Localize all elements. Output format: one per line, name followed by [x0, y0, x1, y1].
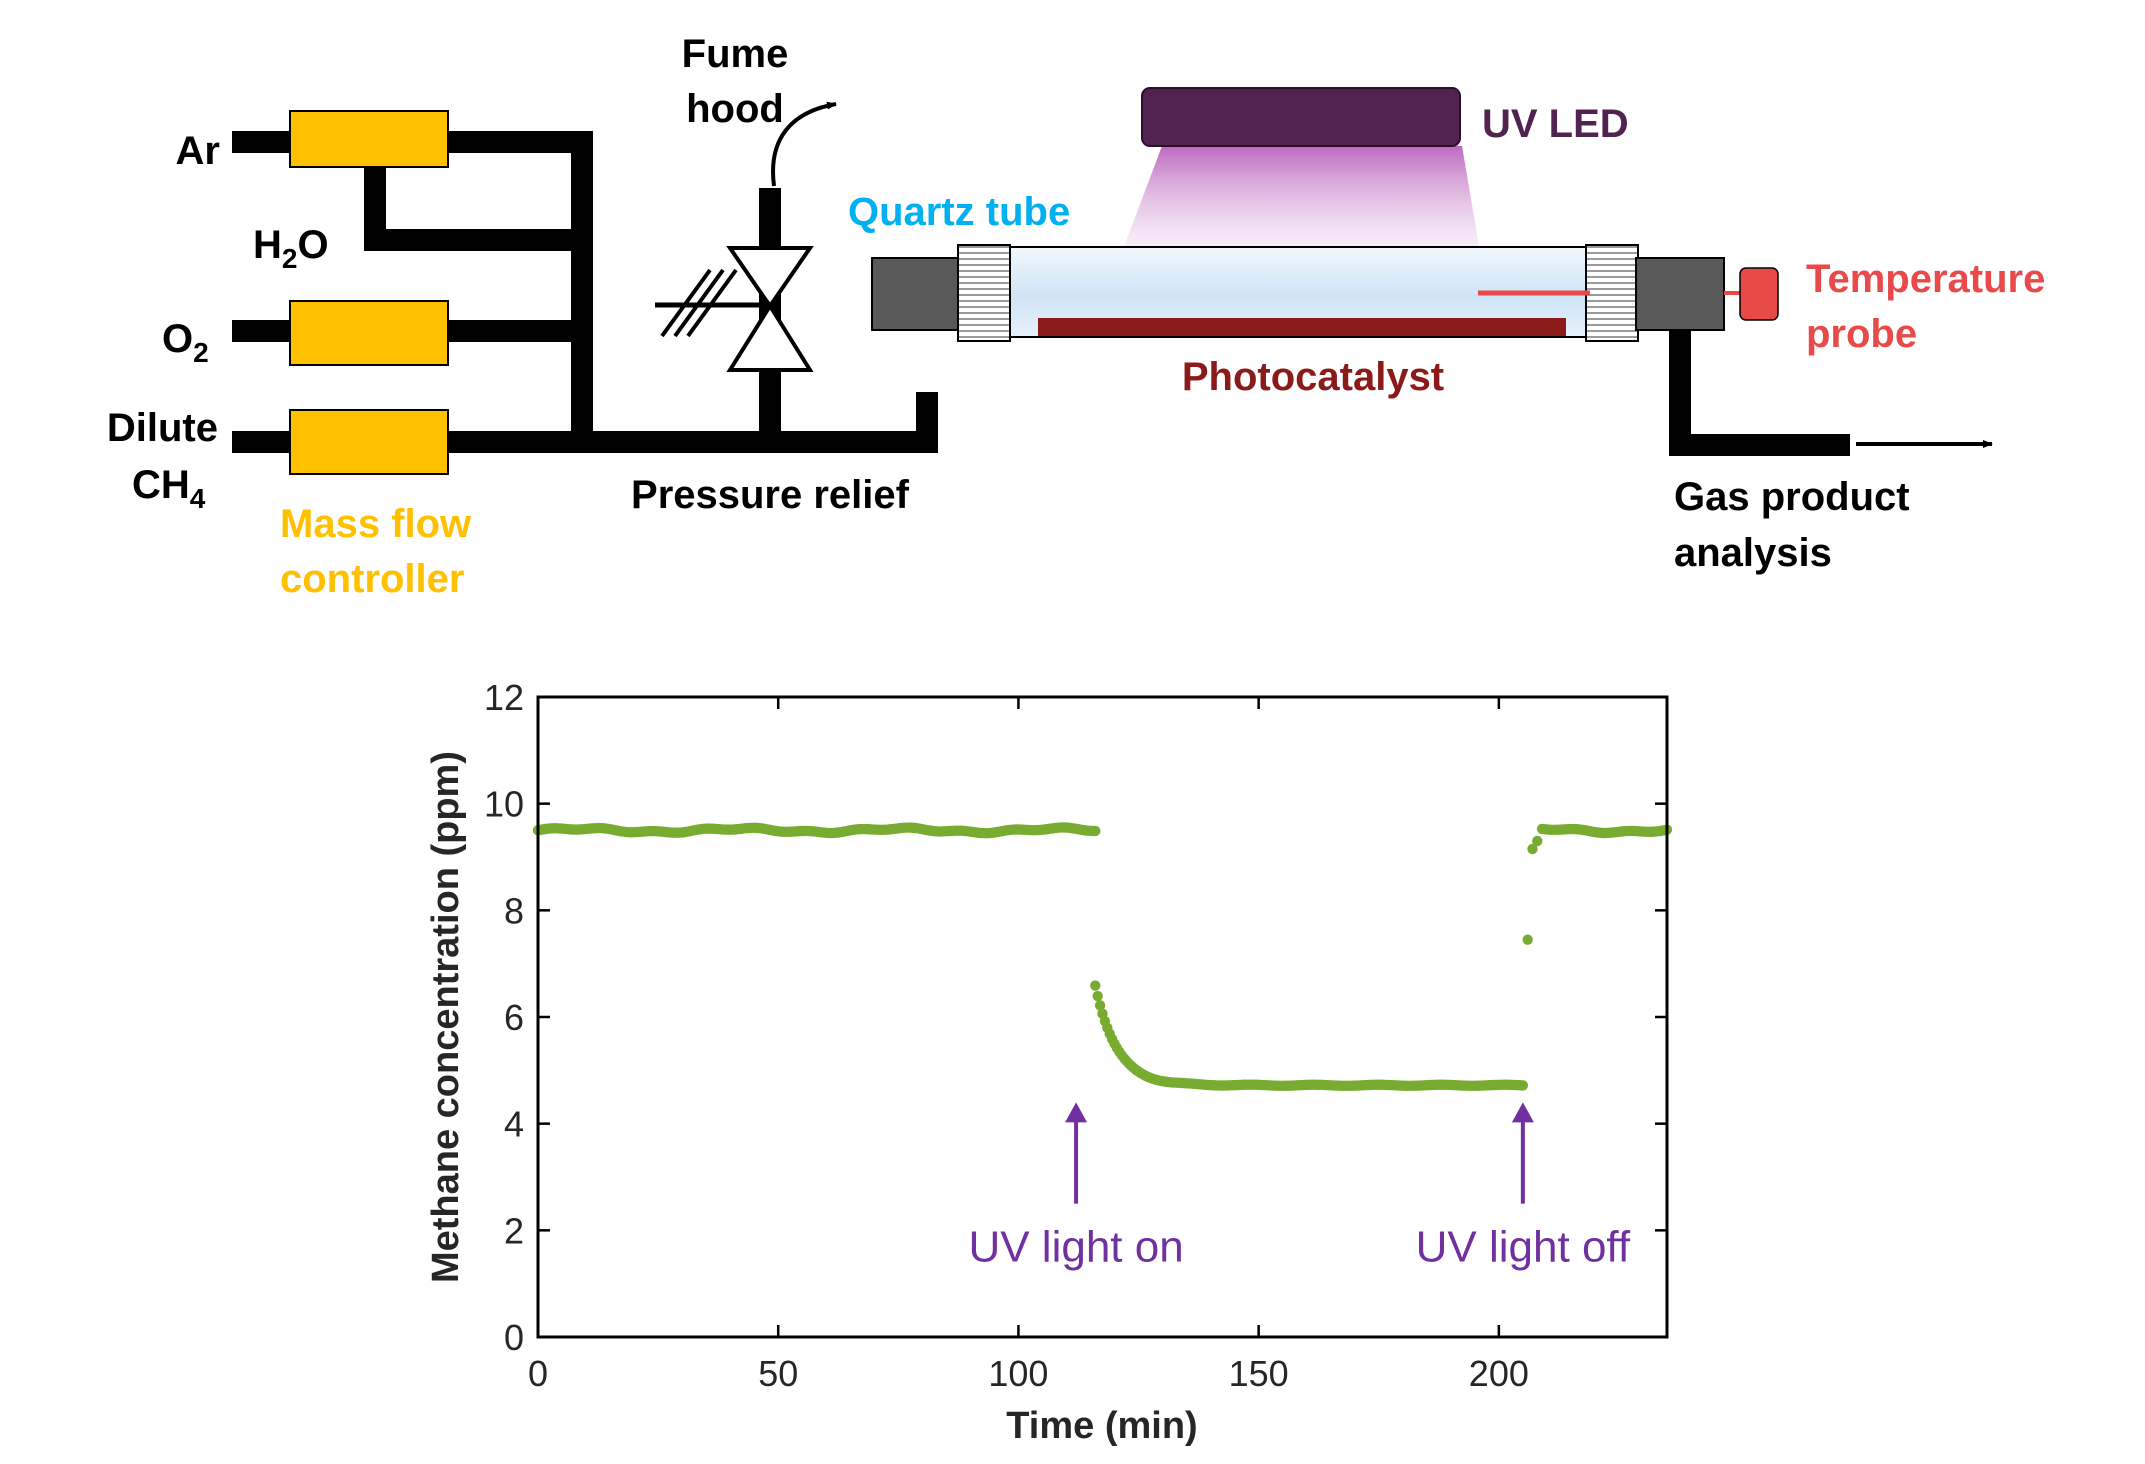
data-point	[1092, 990, 1103, 1002]
right-end-connector	[1635, 257, 1725, 331]
mfc-ch4	[289, 409, 449, 475]
data-point	[1090, 825, 1101, 837]
y-tick-label: 10	[484, 784, 524, 825]
right-compression-fitting	[1585, 244, 1639, 342]
data-point	[1532, 835, 1543, 847]
dilute-label: Dilute	[107, 406, 218, 450]
ar-label: Ar	[176, 129, 220, 173]
o2-subscript: 2	[193, 337, 209, 368]
h2o-branch-pipe	[364, 156, 582, 251]
mfc-label-line2: controller	[280, 557, 464, 601]
y-tick-label: 12	[484, 677, 524, 718]
temperature-probe-label-line2: probe	[1806, 312, 1917, 356]
y-tick-label: 4	[504, 1104, 524, 1145]
y-tick-label: 6	[504, 997, 524, 1038]
valve-upper-triangle	[726, 246, 814, 310]
axis-ticks-layer: 0 50 100 150 200 0 2 4 6 8 10 12	[484, 677, 1667, 1394]
h2o-label: H2O	[253, 223, 329, 274]
mfc-label-line1: Mass flow	[280, 502, 472, 546]
x-tick-label: 100	[988, 1353, 1048, 1394]
mfc-ar	[289, 110, 449, 168]
left-end-connector	[871, 257, 961, 331]
fume-hood-arrow	[771, 101, 837, 187]
annotation-label: UV light on	[968, 1223, 1183, 1272]
h2o-main: H	[253, 223, 282, 267]
h2o-subscript: 2	[282, 243, 298, 274]
pressure-relief-valve	[655, 101, 837, 372]
valve-hatch-1	[660, 268, 712, 338]
ch4-label: CH4	[132, 463, 206, 514]
data-point	[1517, 1080, 1529, 1091]
valve-hatch-2	[673, 268, 725, 338]
data-point	[1522, 934, 1533, 945]
h2o-tail: O	[297, 223, 328, 267]
y-tick-label: 2	[504, 1210, 524, 1251]
left-compression-fitting	[957, 244, 1011, 342]
x-axis-title: Time (min)	[1006, 1405, 1197, 1447]
photocatalyst-bed	[1038, 318, 1566, 336]
ch4-subscript: 4	[190, 483, 206, 514]
x-tick-label: 50	[758, 1353, 798, 1394]
x-tick-label: 150	[1229, 1353, 1289, 1394]
o2-main: O	[162, 317, 193, 361]
annotation-arrow-head	[1065, 1102, 1088, 1123]
outlet-pipe	[1669, 330, 1850, 456]
o2-label: O2	[162, 317, 209, 368]
quartz-tube-label: Quartz tube	[848, 190, 1070, 234]
annotation-label: UV light off	[1416, 1223, 1631, 1272]
temperature-probe-head	[1739, 267, 1779, 321]
data-points-layer	[532, 822, 1673, 1091]
temperature-probe-label-line1: Temperature	[1806, 257, 2045, 301]
pressure-relief-label: Pressure relief	[631, 473, 910, 517]
gas-product-label-line2: analysis	[1674, 531, 1832, 575]
gas-line-diagram: Ar H2O O2 Dilute CH4 Mass flow controlle…	[107, 32, 2045, 601]
data-point	[1527, 843, 1538, 855]
ch4-main: CH	[132, 463, 190, 507]
data-point	[1094, 1000, 1106, 1011]
fume-hood-label-line2: hood	[686, 87, 784, 131]
valve-lower-triangle	[726, 302, 814, 372]
mass-flow-controllers	[289, 110, 449, 475]
annotations-layer: UV light on UV light off	[968, 1102, 1631, 1272]
valve-hatch-3	[686, 268, 738, 338]
y-tick-label: 8	[504, 890, 524, 931]
ch4-pipe	[232, 392, 938, 453]
photocatalyst-label: Photocatalyst	[1182, 355, 1444, 399]
uv-led-panel	[1141, 87, 1461, 147]
y-tick-label: 0	[504, 1317, 524, 1358]
x-tick-label: 0	[528, 1353, 548, 1394]
uv-led-label: UV LED	[1482, 102, 1629, 146]
annotation-arrow-head	[1511, 1102, 1534, 1123]
x-tick-label: 200	[1469, 1353, 1529, 1394]
uv-light-beam	[1122, 146, 1480, 252]
y-axis-title: Methane concentration (ppm)	[425, 751, 467, 1283]
reactor	[871, 87, 1779, 342]
fume-hood-label-line1: Fume	[682, 32, 789, 76]
mfc-o2	[289, 300, 449, 366]
gas-product-label-line1: Gas product	[1674, 475, 1910, 519]
data-point	[1090, 980, 1101, 991]
